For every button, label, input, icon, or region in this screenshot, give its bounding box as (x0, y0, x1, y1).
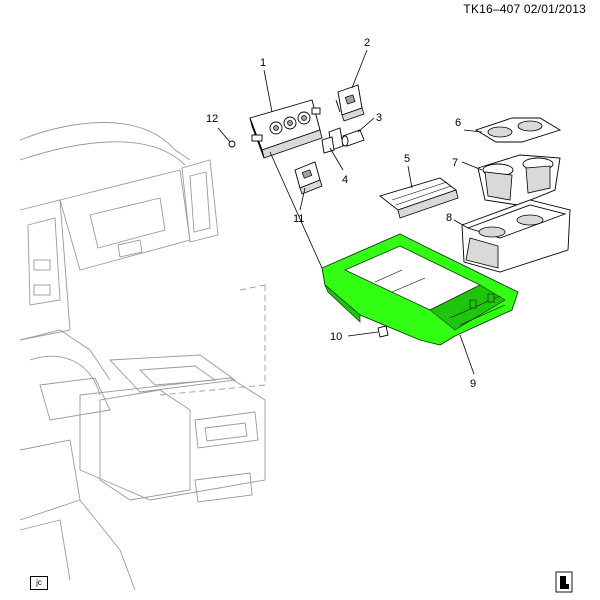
seat-icon (555, 571, 573, 593)
location-leader-dashed-top (239, 284, 266, 291)
part-6-cupholder-top (474, 117, 562, 143)
callout-2: 2 (364, 37, 370, 49)
part-10-clip (377, 325, 389, 338)
callout-1: 1 (260, 57, 266, 69)
callout-6: 6 (455, 117, 461, 129)
callout-10: 10 (330, 331, 342, 343)
leader-lines (217, 49, 483, 375)
part-4-clip (321, 136, 335, 154)
part-1-switch-panel (249, 99, 323, 159)
part-9-console-bezel-highlighted (321, 233, 519, 346)
diagram-reference-number: TK16–407 02/01/2013 (463, 2, 586, 16)
callout-5: 5 (404, 153, 410, 165)
author-initials: jc (30, 576, 48, 590)
part-8-cupholder-bin (461, 199, 571, 273)
dashboard-background (19, 122, 266, 591)
callout-12: 12 (206, 113, 218, 125)
callout-8: 8 (446, 212, 452, 224)
callout-11: 11 (293, 213, 304, 225)
part-11-outlet (294, 161, 323, 195)
callout-9: 9 (470, 378, 476, 390)
part-7-cupholder-insert (477, 154, 561, 206)
callout-7: 7 (452, 157, 458, 169)
part-5-trim-strip (379, 177, 459, 219)
part-2-outlet-cover (335, 84, 365, 122)
part-12-screw (228, 140, 236, 148)
location-leader-dashed (159, 285, 266, 396)
callout-3: 3 (376, 112, 382, 124)
callout-4: 4 (342, 174, 348, 186)
